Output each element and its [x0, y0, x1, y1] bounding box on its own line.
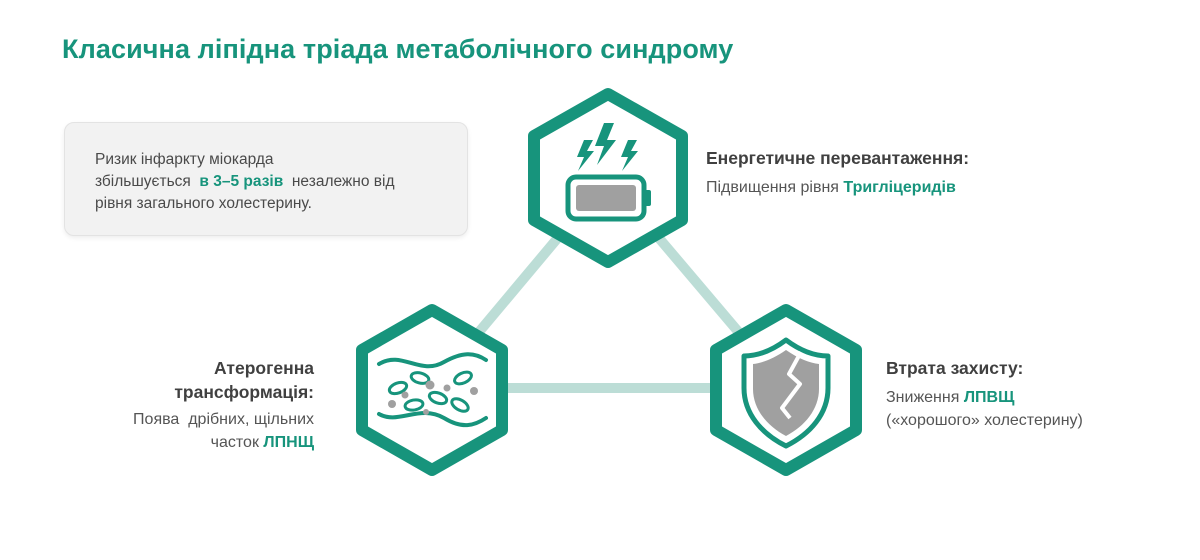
energy-text: Підвищення рівня — [706, 179, 839, 196]
protection-description: Зниження ЛПВЩ («хорошого» холестерину) — [886, 386, 1083, 432]
atherogenic-heading-2: трансформація: — [174, 382, 314, 402]
info-line-2-prefix: збільшується — [95, 173, 191, 190]
battery-charging-icon — [565, 123, 651, 222]
info-line-3: рівня загального холестерину. — [95, 195, 312, 212]
info-line-2-suffix: незалежно від — [291, 173, 395, 190]
protection-node — [710, 304, 862, 476]
atherogenic-label: Атерогенна трансформація: Поява дрібних,… — [133, 356, 314, 454]
hdl-highlight: ЛПВЩ — [963, 389, 1015, 406]
energy-heading: Енергетичне перевантаження: — [706, 148, 970, 168]
energy-description: Підвищення рівня Тригліцеридів — [706, 176, 969, 199]
atherogenic-hexagon — [356, 304, 508, 476]
protection-label: Втрата захисту: Зниження ЛПВЩ («хорошого… — [886, 356, 1083, 432]
triglycerides-highlight: Тригліцеридів — [843, 179, 956, 196]
page-title: Класична ліпідна тріада метаболічного си… — [62, 34, 734, 64]
ldl-highlight: ЛПНЩ — [263, 434, 314, 451]
broken-shield-icon — [741, 337, 831, 449]
risk-multiplier-highlight: в 3–5 разів — [199, 173, 284, 190]
info-line-2: збільшується в 3–5 разів незалежно від — [95, 171, 447, 193]
atherogenic-text-2: часток — [210, 434, 259, 451]
atherogenic-heading-1: Атерогенна — [214, 358, 314, 378]
protection-text-2: («хорошого» холестерину) — [886, 412, 1083, 429]
atherogenic-description: Поява дрібних, щільних часток ЛПНЩ — [133, 408, 314, 454]
blood-vessel-particles-icon — [377, 352, 488, 428]
atherogenic-text-1: Поява дрібних, щільних — [133, 411, 314, 428]
atherogenic-node — [356, 304, 508, 476]
protection-heading: Втрата захисту: — [886, 358, 1024, 378]
info-line-1: Ризик інфаркту міокарда — [95, 151, 274, 168]
energy-label: Енергетичне перевантаження: Підвищення р… — [706, 146, 969, 199]
risk-info-box: Ризик інфаркту міокарда збільшується в 3… — [64, 122, 468, 236]
energy-node — [528, 88, 688, 268]
protection-text: Зниження — [886, 389, 960, 406]
